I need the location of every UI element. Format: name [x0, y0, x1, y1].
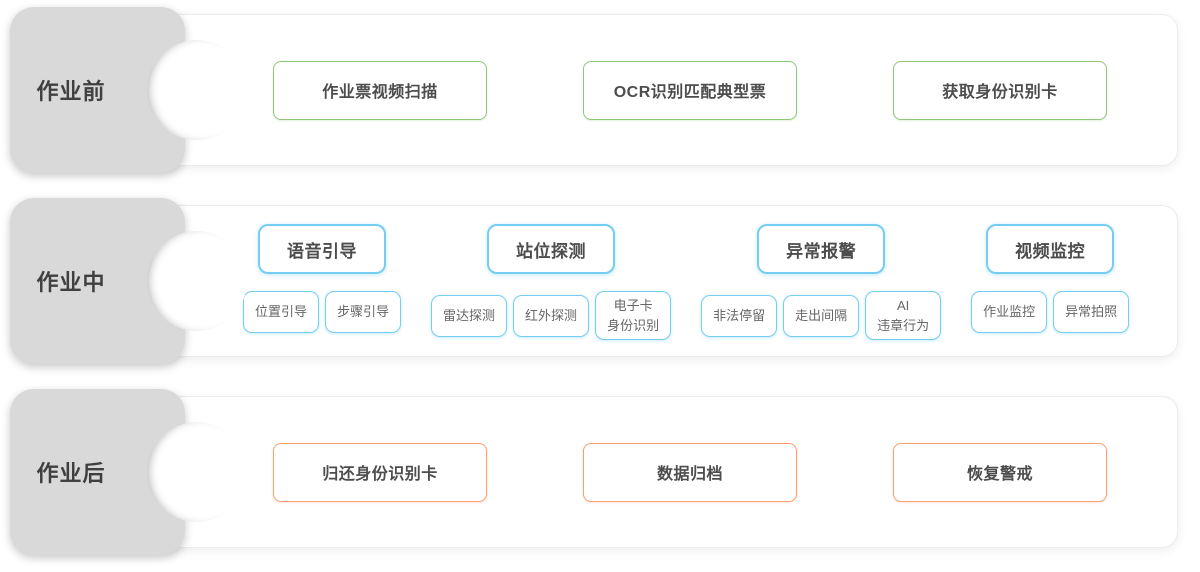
- phase-label-after-work: 作业后: [36, 461, 106, 486]
- section-before-work: 作业票视频扫描 OCR识别匹配典型票 获取身份识别卡 作业前: [0, 7, 1200, 173]
- box-restore-alert: 恢复警戒: [893, 442, 1107, 502]
- group-video-monitoring: 视频监控 作业监控 异常拍照: [971, 224, 1130, 333]
- phase-tab-during-work: 作业中: [10, 198, 247, 364]
- panel-before-work: 作业票视频扫描 OCR识别匹配典型票 获取身份识别卡: [155, 14, 1178, 166]
- section-during-work: 语音引导 位置引导 步骤引导 站位探测 雷达探测: [0, 198, 1200, 364]
- header-video-monitoring: 视频监控: [986, 224, 1115, 274]
- phase-tab-before-work: 作业前: [10, 7, 247, 173]
- panel-during-work: 语音引导 位置引导 步骤引导 站位探测 雷达探测: [155, 205, 1178, 357]
- tab-notch: [147, 231, 247, 331]
- box-ocr-match-typical-ticket: OCR识别匹配典型票: [583, 60, 797, 120]
- sub-box-position-guidance: 位置引导: [243, 291, 320, 333]
- box-get-id-card: 获取身份识别卡: [893, 60, 1107, 120]
- header-position-detection: 站位探测: [487, 224, 616, 274]
- box-data-archive: 数据归档: [583, 442, 797, 502]
- before-work-boxes: 作业票视频扫描 OCR识别匹配典型票 获取身份识别卡: [156, 15, 1177, 165]
- box-work-ticket-video-scan: 作业票视频扫描: [273, 60, 487, 120]
- group-voice-guidance: 语音引导 位置引导 步骤引导: [243, 224, 402, 333]
- section-after-work: 归还身份识别卡 数据归档 恢复警戒 作业后: [0, 389, 1200, 555]
- sub-box-ai-violation-behavior: AI 违章行为: [865, 291, 942, 340]
- sub-box-radar-detection: 雷达探测: [431, 294, 508, 337]
- group-abnormal-alarm: 异常报警 非法停留 走出间隔 AI 违章行为: [701, 224, 942, 340]
- sub-box-infrared-detection: 红外探测: [513, 294, 590, 337]
- sub-box-operation-monitoring: 作业监控: [971, 291, 1048, 333]
- sub-box-illegal-stay: 非法停留: [701, 294, 778, 337]
- phase-tab-after-work: 作业后: [10, 389, 247, 555]
- phase-label-during-work: 作业中: [36, 270, 106, 295]
- tab-notch: [147, 422, 247, 522]
- header-voice-guidance: 语音引导: [258, 224, 387, 274]
- during-work-groups: 语音引导 位置引导 步骤引导 站位探测 雷达探测: [156, 206, 1177, 356]
- tab-notch: [147, 40, 247, 140]
- sub-box-ecard-id-recognition: 电子卡 身份识别: [595, 291, 672, 340]
- box-return-id-card: 归还身份识别卡: [273, 442, 487, 502]
- phase-label-before-work: 作业前: [36, 79, 106, 104]
- header-abnormal-alarm: 异常报警: [757, 224, 886, 274]
- panel-after-work: 归还身份识别卡 数据归档 恢复警戒: [155, 396, 1178, 548]
- after-work-boxes: 归还身份识别卡 数据归档 恢复警戒: [156, 397, 1177, 547]
- sub-box-abnormal-photo: 异常拍照: [1053, 291, 1130, 333]
- group-position-detection: 站位探测 雷达探测 红外探测 电子卡 身份识别: [431, 224, 672, 340]
- sub-box-step-guidance: 步骤引导: [325, 291, 402, 333]
- sub-box-leave-interval: 走出间隔: [783, 294, 860, 337]
